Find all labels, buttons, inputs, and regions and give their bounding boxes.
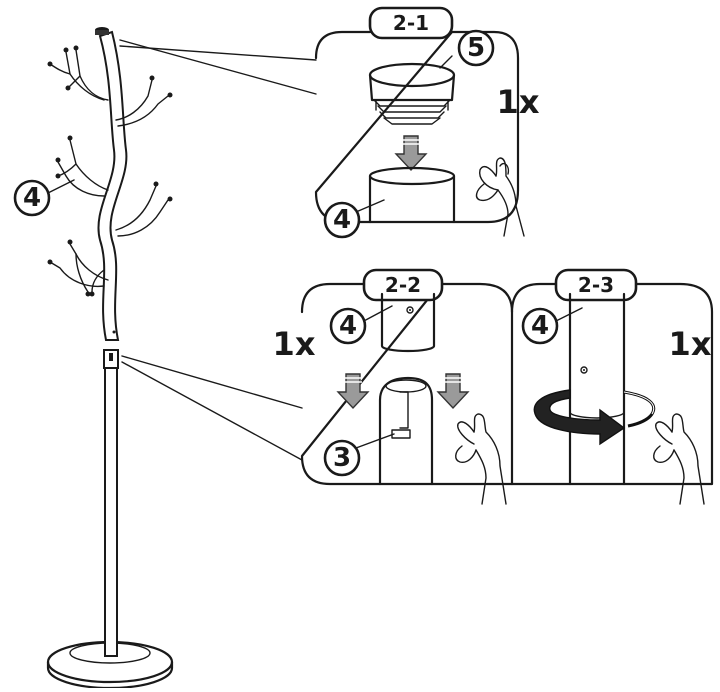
coat-rack-overview: 4 — [13, 27, 317, 690]
lower-pole — [104, 355, 118, 657]
overview-part-label: 4 — [23, 183, 41, 213]
connector-part-3 — [378, 376, 434, 486]
top-cap-icon — [95, 27, 109, 35]
joined-tube — [568, 292, 626, 486]
step-panel-2-3: 2-3 1x 4 — [510, 268, 714, 505]
down-arrow-right-icon — [436, 373, 470, 410]
hand-icon — [475, 157, 525, 237]
callout-part-4-overview: 4 — [13, 179, 75, 217]
svg-text:4: 4 — [531, 311, 549, 341]
multiplier-2-3: 1x — [669, 325, 712, 363]
step-id-2-3: 2-3 — [578, 273, 614, 297]
callout-part-3: 3 — [323, 433, 395, 477]
callout-part-4-step-2-1: 4 — [323, 199, 385, 239]
step-tag-2-3 — [554, 268, 638, 302]
svg-text:3: 3 — [333, 443, 351, 473]
branch-tips — [47, 45, 173, 297]
leader-line-top-2 — [119, 45, 317, 61]
multiplier-2-2: 1x — [273, 325, 316, 363]
step-tag-2-1 — [368, 6, 454, 40]
multiplier-2-1: 1x — [497, 83, 540, 121]
tube-part-4-bottom — [380, 292, 436, 353]
callout-part-5: 5 — [439, 29, 495, 69]
down-arrow-left-icon — [336, 373, 370, 410]
svg-text:4: 4 — [339, 311, 357, 341]
tube-part-4-top — [368, 166, 456, 224]
end-cap-part-5 — [368, 62, 456, 125]
leader-line-mid-2 — [121, 361, 303, 461]
callout-part-4-step-2-3: 4 — [521, 307, 583, 345]
svg-text:5: 5 — [467, 33, 485, 63]
rotate-arrow-icon — [533, 389, 656, 446]
step-id-2-1: 2-1 — [393, 11, 429, 35]
upper-trunk — [97, 30, 128, 341]
step-tag-2-2 — [362, 268, 444, 302]
step-panel-2-1: 2-1 1x 4 — [314, 6, 540, 239]
insert-arrow-icon — [394, 135, 428, 172]
step-panel-2-2: 2-2 1x 4 — [273, 268, 514, 505]
callout-part-4-step-2-2: 4 — [329, 305, 393, 345]
hand-icon — [455, 413, 507, 505]
hand-icon — [653, 413, 705, 505]
leader-line-mid — [121, 355, 303, 409]
svg-text:4: 4 — [333, 205, 351, 235]
step-id-2-2: 2-2 — [385, 273, 421, 297]
